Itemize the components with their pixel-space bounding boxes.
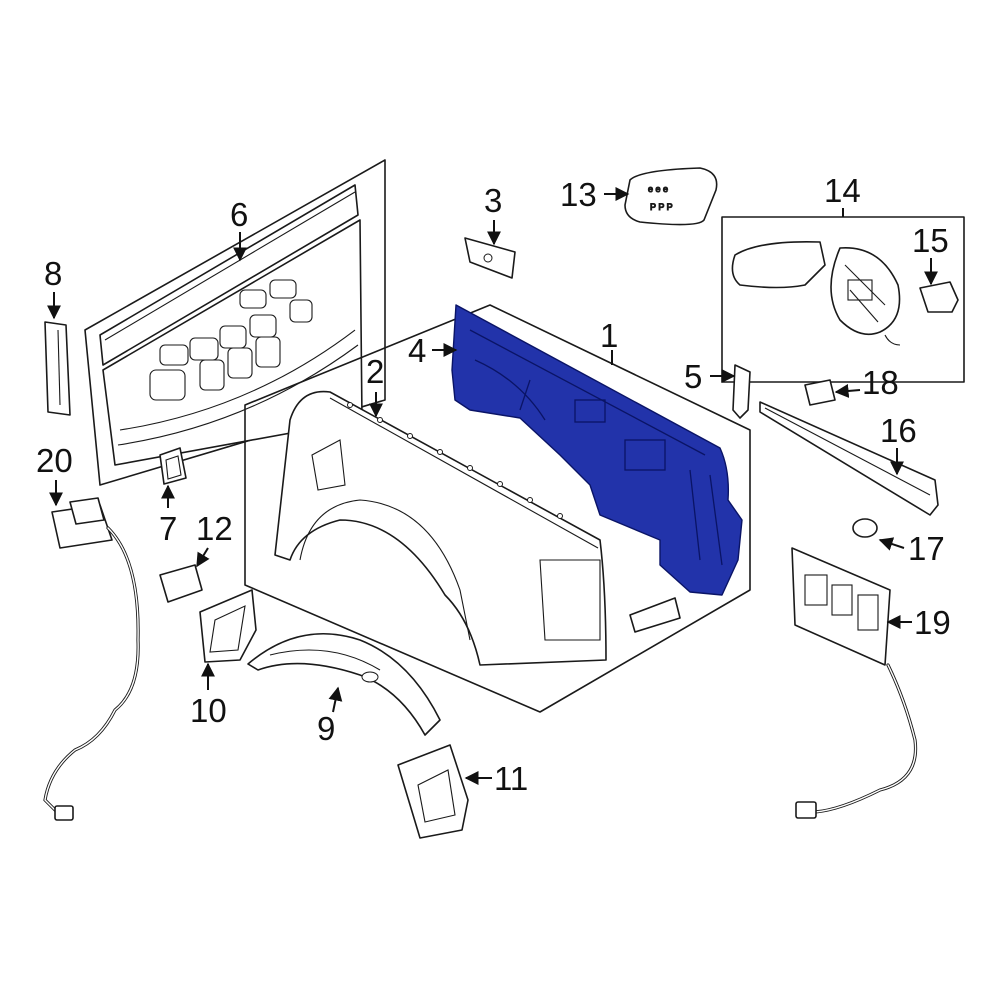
part-18-clip[interactable] bbox=[804, 379, 836, 406]
part-1-inner-panel-highlighted[interactable] bbox=[451, 304, 743, 596]
callout-13: 13 bbox=[560, 176, 597, 213]
callout-1: 1 bbox=[600, 317, 618, 354]
callout-15: 15 bbox=[912, 222, 949, 259]
part-7-grommet[interactable] bbox=[159, 447, 187, 485]
callout-11: 11 bbox=[494, 760, 528, 797]
callout-18: 18 bbox=[862, 364, 899, 401]
part-10-bracket[interactable] bbox=[199, 589, 257, 663]
callout-9: 9 bbox=[317, 710, 335, 747]
part-8-bracket[interactable] bbox=[44, 321, 71, 416]
callout-6: 6 bbox=[230, 196, 248, 233]
main-assembly-frame bbox=[244, 304, 751, 713]
callout-2: 2 bbox=[366, 353, 384, 390]
part-3-bracket[interactable] bbox=[464, 237, 516, 279]
part-14-fuel-housing-box[interactable] bbox=[721, 216, 965, 383]
callout-19: 19 bbox=[914, 604, 951, 641]
callout-7: 7 bbox=[159, 510, 177, 547]
callout-5: 5 bbox=[684, 358, 702, 395]
callout-labels: 1 2 3 4 5 6 7 8 9 10 11 12 13 14 15 16 1… bbox=[36, 172, 951, 797]
part-11-bracket[interactable] bbox=[397, 744, 469, 839]
part-2-side-panel[interactable] bbox=[274, 390, 607, 666]
part-15-actuator[interactable] bbox=[919, 281, 959, 313]
callout-4: 4 bbox=[408, 332, 426, 369]
callout-8: 8 bbox=[44, 255, 62, 292]
callout-17: 17 bbox=[908, 530, 945, 567]
part-9-wheelhouse[interactable] bbox=[247, 632, 441, 736]
lower-clip bbox=[629, 597, 681, 633]
svg-text:P P P: P P P bbox=[650, 202, 673, 212]
part-17-plug[interactable] bbox=[852, 518, 878, 538]
callout-3: 3 bbox=[484, 182, 502, 219]
callout-16: 16 bbox=[880, 412, 917, 449]
callout-12: 12 bbox=[196, 510, 233, 547]
part-19-panel-harness[interactable] bbox=[791, 547, 918, 819]
part-12-clip[interactable] bbox=[159, 564, 203, 603]
svg-text:e e e: e e e bbox=[648, 184, 668, 194]
callout-20: 20 bbox=[36, 442, 73, 479]
part-20-lamp-harness[interactable] bbox=[43, 497, 140, 821]
part-5-bracket[interactable] bbox=[732, 364, 751, 419]
part-13-fuel-door[interactable]: e e e P P P bbox=[624, 167, 718, 226]
part-16-rail[interactable] bbox=[759, 401, 939, 516]
callout-14: 14 bbox=[824, 172, 861, 209]
callout-10: 10 bbox=[190, 692, 227, 729]
leader-lines bbox=[47, 187, 938, 785]
